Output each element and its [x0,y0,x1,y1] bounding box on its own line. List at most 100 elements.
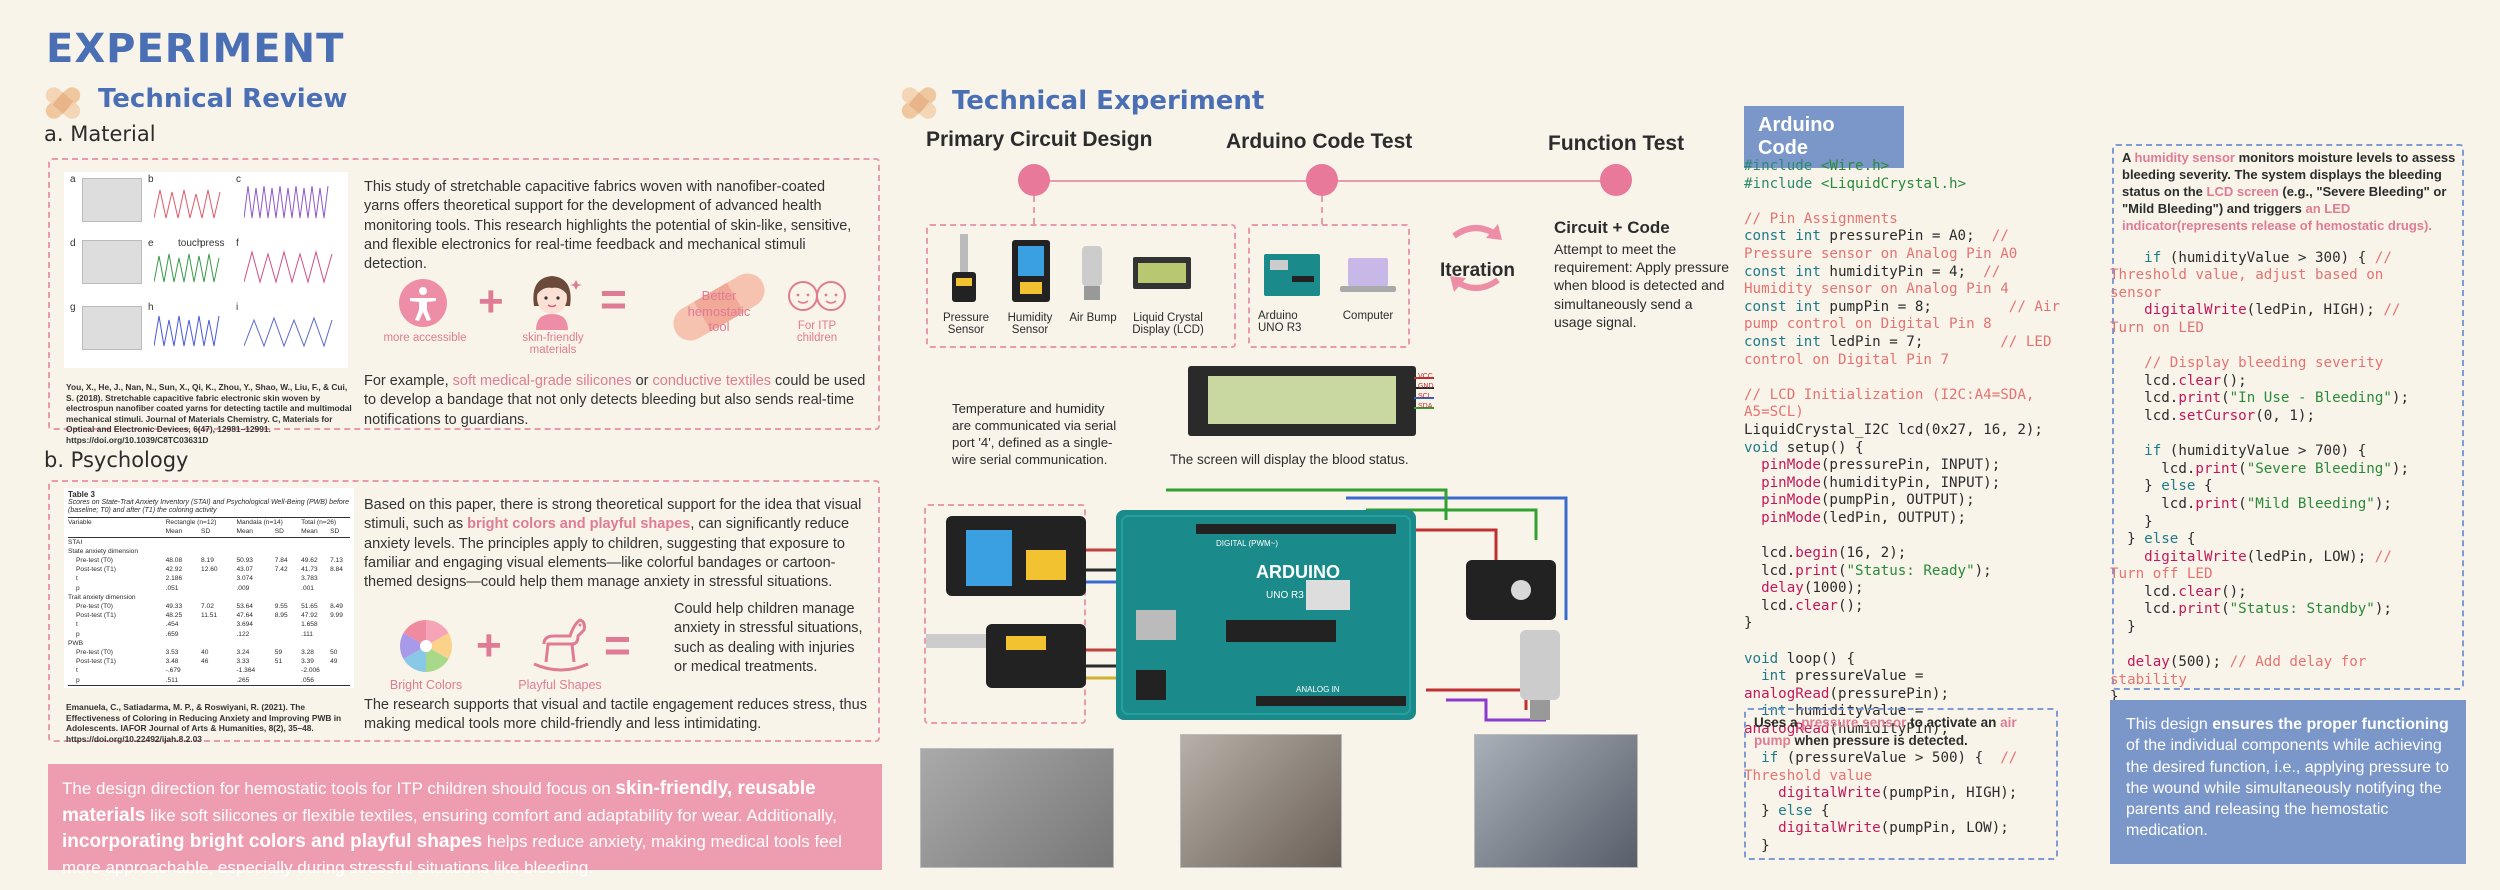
code-line: control on Digital Pin 7 [1744,351,1949,368]
table-cell: -2.006 [301,667,320,675]
table-cell: 40 [201,648,209,656]
table-cell: 7.42 [274,566,288,574]
prototype-photo [1474,734,1638,868]
table-cell: 12.60 [201,566,218,574]
table-cell: 51.65 [301,602,318,610]
table-cell: 3.33 [236,658,250,666]
table-cell: .659 [165,630,179,638]
board-header-text: DIGITAL (PWM~) [1216,539,1278,548]
icon-label: Bright Colors [389,678,463,692]
iteration-label: Iteration [1440,260,1515,281]
summary-text: of the individual components while achie… [2126,737,2449,840]
code-line: if (humidityValue > 700) { [2144,443,2367,460]
table-cell [330,630,350,639]
table-cell: 59 [274,648,283,656]
table-cell: 50 [330,648,338,656]
rocking-horse-icon [533,618,589,672]
code-line: Threshold value [1744,767,1873,784]
girl-icon [533,276,582,330]
table-cell [275,676,301,686]
figure-photo [82,178,142,222]
code-line: pinMode(pumpPin, OUTPUT); [1761,492,1975,509]
figure-label: d [70,238,76,249]
table-subheader: SD [330,528,340,536]
conclusion-text: helps reduce anxiety, making medical too… [62,832,842,877]
table-cell: 11.51 [201,612,218,620]
code-line: #include <LiquidCrystal.h> [1744,175,1967,192]
table-cell [330,639,350,648]
summary-text: This design [2126,716,2213,733]
code-block-pump: if (pressureValue > 500) { //Threshold v… [1744,750,2054,856]
code-line: lcd.clear(); [2110,583,2247,600]
code-line: lcd.print("In Use - Bleeding"); [2110,390,2409,407]
code-line: digitalWrite(ledPin, LOW); // [2144,548,2392,565]
code-line: // Display bleeding severity [2144,355,2384,372]
table-cell: 49 [330,658,338,666]
table-cell: 50.93 [236,556,253,564]
code-line: Turn off LED [2110,566,2213,583]
table-cell: 46 [201,658,209,666]
table-cell: 3.48 [165,658,179,666]
figure-label: g [70,302,76,313]
table-cell: Pre-test (T0) [76,556,114,564]
table-cell: Post-test (T1) [76,612,116,620]
table-cell [236,593,274,602]
figure-word: touch [178,238,203,249]
table-cell: 3.694 [236,621,253,629]
table-cell [301,547,330,556]
code-line: delay(1000); [1761,580,1864,597]
code-line [2110,637,2460,655]
pressure-sensor-icon [952,234,976,302]
table-cell: -.679 [165,667,181,675]
table-cell: 9.99 [330,612,343,620]
table-subheader: SD [201,528,211,536]
table-cell [330,676,350,686]
timeline-dot [1018,164,1050,196]
code-line: digitalWrite(pumpPin, HIGH); [1778,785,2018,802]
table-cell [275,620,301,629]
board-model-text: UNO R3 [1266,590,1304,601]
code-line: analogRead(pressurePin); [1744,685,1950,702]
table-cell [330,593,350,602]
table-cell: 49.33 [165,602,183,610]
table-row: p.051.009.001 [68,584,350,593]
humidity-code-panel [2112,144,2464,690]
table-row: PWB [68,639,350,648]
children-icon [788,281,846,311]
component-label: Humidity Sensor [1007,312,1053,336]
table-cell: .265 [236,676,250,684]
table-cell [275,630,301,639]
figure-plot-e [154,253,220,283]
code-line: lcd.print("Status: Ready"); [1744,562,1992,579]
sensor-note: Temperature and humidity are communicate… [952,401,1117,468]
table-cell: 7.13 [330,556,343,564]
table-cell: t [76,667,78,675]
psychology-panel [48,480,880,742]
figure-label: i [236,302,239,313]
table-subheader [68,527,166,537]
computer-icon [1340,258,1396,292]
table-cell: p [76,584,80,592]
code-line: lcd.clear(); [2110,372,2247,389]
result-label: For ITP children [796,320,838,344]
table-cell: 42.92 [165,566,183,574]
table-cell [301,537,330,547]
table-cell: .056 [301,676,314,684]
code-line: Turn on LED [2110,319,2204,336]
table-cell: 49.62 [301,556,318,564]
code-line: const int pressurePin = A0; // [1744,228,2009,245]
function-text: Attempt to meet the requirement: Apply p… [1554,241,1730,330]
psychology-citation: Emanuela, C., Satiadarma, M. P., & Roswi… [66,702,342,744]
code-line: Threshold value, adjust based on [2110,267,2384,284]
table-cell [166,547,201,556]
table-cell: 53.64 [236,602,253,610]
lcd-display [1188,366,1434,436]
arduino-board-icon [1264,254,1320,296]
code-line: } [2110,513,2153,530]
code-line: } [2110,689,2119,706]
table-cell: 3.28 [301,648,314,656]
table-cell [330,584,350,593]
figure-word: press [200,238,225,249]
